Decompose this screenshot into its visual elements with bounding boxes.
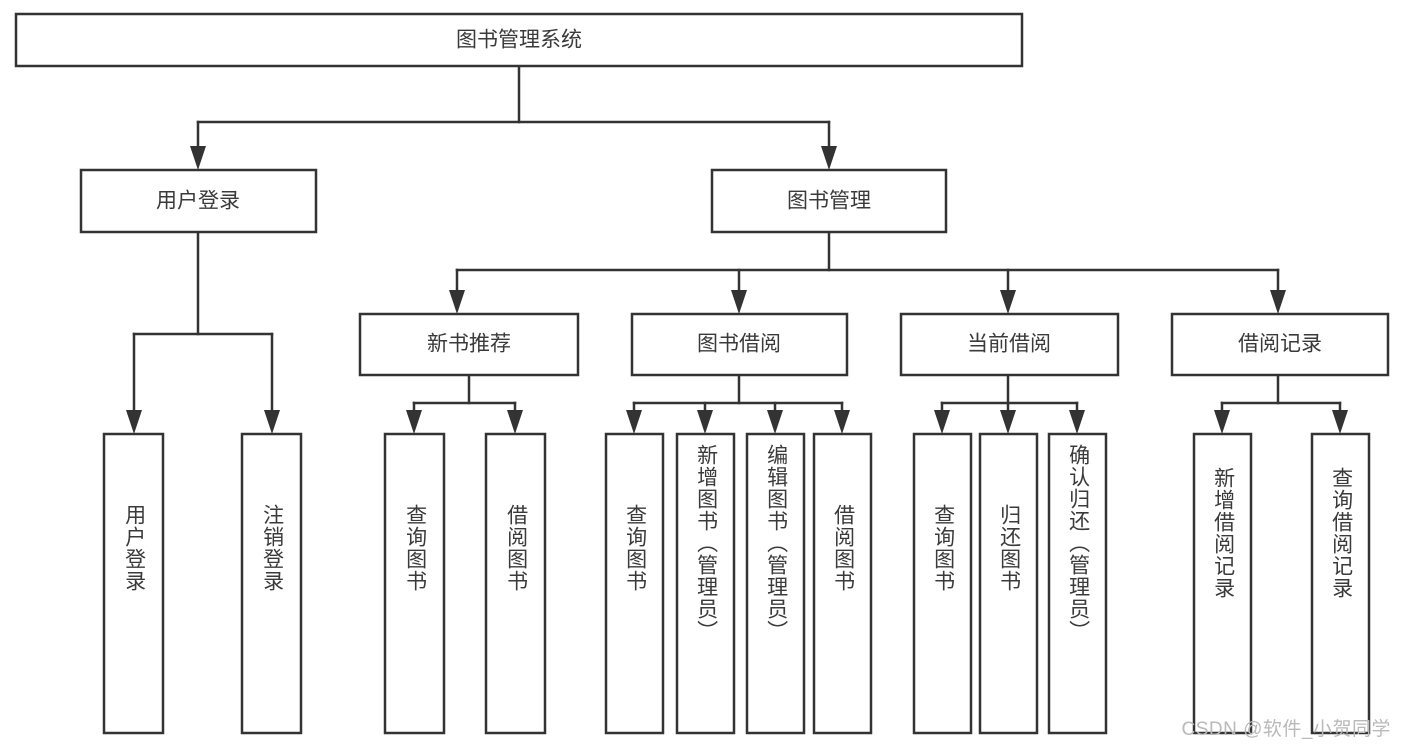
- node-book-borrow-label: 图书借阅: [697, 333, 781, 356]
- node-new-book-recommend-label: 新书推荐: [427, 333, 511, 356]
- connector-group-root: [196, 64, 831, 150]
- node-leaf-book-borrow-3[interactable]: [745, 432, 806, 735]
- arrowhead-current-borrow-leaves: [934, 410, 1085, 434]
- arrowhead-borrow-record-leaves: [1214, 410, 1348, 434]
- arrowhead-level2: [190, 146, 837, 170]
- node-borrow-record[interactable]: 借阅记录: [1170, 312, 1390, 377]
- node-borrow-record-label: 借阅记录: [1238, 333, 1322, 356]
- connector-group-book-borrow: [632, 373, 844, 414]
- connector-group-user-login: [132, 230, 274, 414]
- node-leaf-new-book-1[interactable]: [383, 432, 446, 735]
- node-current-borrow-label: 当前借阅: [967, 333, 1051, 356]
- node-book-borrow[interactable]: 图书借阅: [630, 312, 849, 377]
- node-leaf-book-borrow-2[interactable]: [675, 432, 736, 735]
- node-new-book-recommend[interactable]: 新书推荐: [358, 312, 580, 377]
- arrowhead-book-borrow-leaves: [626, 410, 850, 434]
- connector-group-book-manage: [455, 230, 1280, 294]
- node-book-management[interactable]: 图书管理: [710, 168, 948, 234]
- node-leaf-user-login-1[interactable]: [102, 432, 165, 735]
- node-current-borrow[interactable]: 当前借阅: [899, 312, 1120, 377]
- node-leaf-current-borrow-3[interactable]: [1047, 432, 1108, 735]
- node-user-login[interactable]: 用户登录: [79, 168, 318, 234]
- csdn-watermark: CSDN @软件_小贺同学: [1181, 719, 1391, 740]
- node-leaf-user-login-2[interactable]: [240, 432, 303, 735]
- arrowhead-level3: [449, 290, 1286, 314]
- node-root-label: 图书管理系统: [456, 29, 582, 52]
- arrowhead-user-login-leaves: [126, 410, 280, 434]
- node-book-management-label: 图书管理: [787, 190, 871, 213]
- node-root[interactable]: 图书管理系统: [14, 12, 1024, 68]
- connector-group-current-borrow: [940, 373, 1079, 414]
- node-leaf-borrow-record-2[interactable]: [1310, 432, 1371, 735]
- node-leaf-borrow-record-1[interactable]: [1192, 432, 1253, 735]
- node-leaf-current-borrow-2[interactable]: [978, 432, 1039, 735]
- arrowhead-new-book-leaves: [406, 410, 523, 434]
- node-leaf-new-book-2[interactable]: [484, 432, 547, 735]
- connector-group-new-book: [412, 373, 517, 414]
- node-leaf-book-borrow-4[interactable]: [812, 432, 873, 735]
- node-leaf-current-borrow-1[interactable]: [912, 432, 973, 735]
- node-leaf-book-borrow-1[interactable]: [604, 432, 665, 735]
- connector-group-borrow-record: [1220, 373, 1342, 414]
- node-user-login-label: 用户登录: [156, 190, 240, 213]
